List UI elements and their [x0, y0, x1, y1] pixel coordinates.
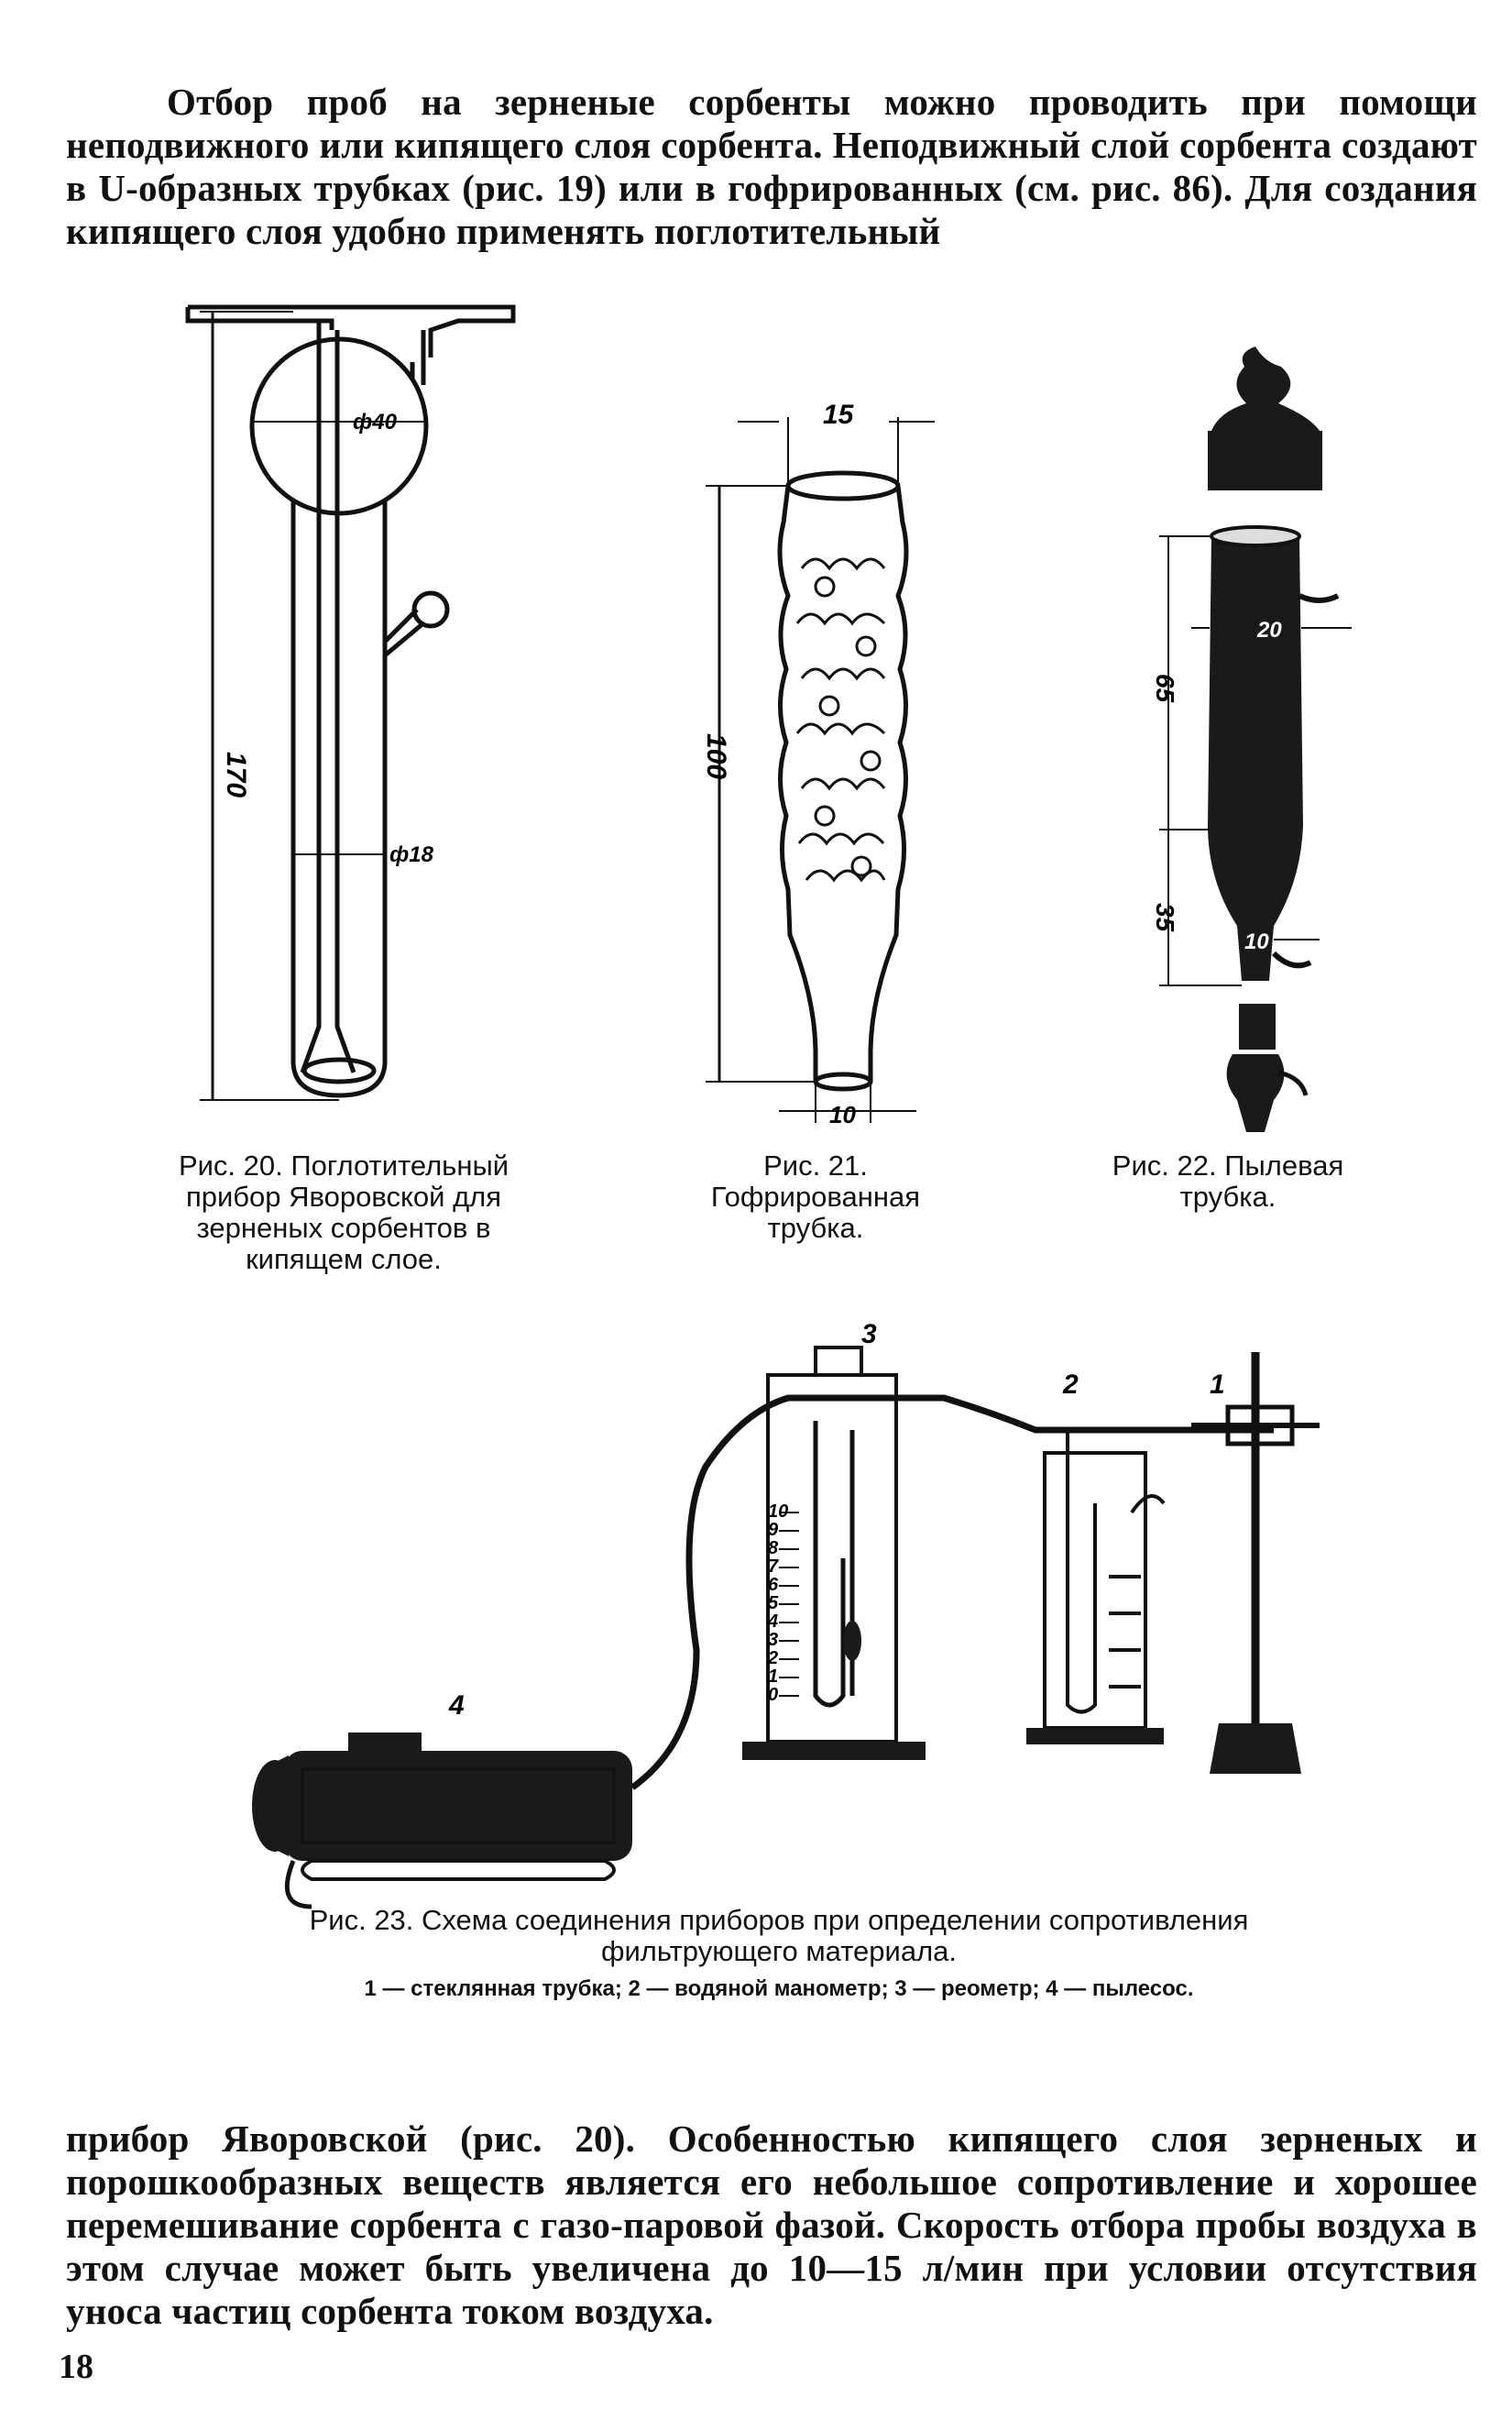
- fig23-label-3: 3: [861, 1319, 877, 1349]
- fig21-dim-height: 100: [701, 733, 731, 779]
- fig23-label-2: 2: [1062, 1370, 1079, 1400]
- bottom-paragraph: прибор Яворовской (рис. 20). Особенность…: [66, 2118, 1477, 2332]
- svg-text:5: 5: [768, 1593, 779, 1613]
- fig20-dim-height: 170: [221, 752, 251, 798]
- svg-text:0: 0: [768, 1685, 778, 1705]
- fig20-caption: Рис. 20. Поглотительный прибор Яворовско…: [178, 1150, 509, 1275]
- fig21-dim-top: 15: [823, 400, 855, 430]
- fig23-label-4: 4: [448, 1690, 465, 1721]
- fig23-setup: [252, 1346, 1320, 1909]
- fig20-apparatus: [185, 304, 516, 1101]
- svg-text:2: 2: [767, 1648, 778, 1668]
- svg-text:1: 1: [768, 1666, 778, 1687]
- fig22-caption: Рис. 22. Пылевая трубка.: [1112, 1150, 1344, 1213]
- fig23-legend: 1 — стеклянная трубка; 2 — водяной маном…: [364, 1976, 1194, 2001]
- fig20-dim-d40: ф40: [353, 410, 398, 434]
- svg-text:4: 4: [767, 1612, 778, 1632]
- fig22-dim-35: 35: [1151, 903, 1179, 932]
- svg-text:9: 9: [768, 1520, 779, 1540]
- fig23-rheometer-scale: 10 9 8 7 6 5 4 3 2 1 0: [767, 1502, 788, 1705]
- svg-text:6: 6: [768, 1575, 779, 1595]
- top-paragraph: Отбор проб на зерненые сорбенты можно пр…: [66, 81, 1477, 252]
- page-number: 18: [59, 2348, 93, 2386]
- fig23-caption: Рис. 23. Схема соединения приборов при о…: [309, 1904, 1249, 1967]
- fig20-dim-d18: ф18: [389, 842, 434, 867]
- fig23-label-1: 1: [1210, 1370, 1225, 1400]
- fig21-corrugated-tube: [706, 417, 935, 1123]
- fig21-sorbent-granules: [795, 557, 886, 883]
- fig22-dim-65: 65: [1151, 674, 1179, 703]
- fig22-dim-10: 10: [1244, 930, 1269, 954]
- fig21-dim-bottom: 10: [829, 1101, 856, 1128]
- fig22-dim-20: 20: [1256, 618, 1282, 643]
- fig21-caption: Рис. 21. Гофрированная трубка.: [710, 1150, 921, 1244]
- svg-text:7: 7: [768, 1556, 779, 1577]
- svg-text:8: 8: [768, 1538, 779, 1558]
- svg-text:10: 10: [768, 1502, 788, 1522]
- fig22-dust-tube: [1159, 346, 1352, 1132]
- svg-text:3: 3: [768, 1630, 778, 1650]
